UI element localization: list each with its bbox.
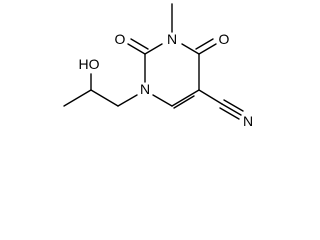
bond-c2-n3 [144,43,163,55]
n1-atom-label: N [140,81,150,97]
nitrile-n-atom-label: N [243,113,253,129]
bond-ch-ch3 [63,89,92,107]
bond-n1-ch2 [117,94,138,107]
bond-triple-3 [223,99,244,112]
bond-n3-c4 [181,43,200,55]
bond-c5-c6 [171,89,200,107]
o2-atom-label: O [115,31,126,47]
bond-ch2-ch [90,89,119,107]
bond-triple-2 [219,107,240,120]
bond-c2-o2-a [127,43,146,55]
o4-atom-label: O [219,31,230,47]
bond-c6-n1 [152,94,173,107]
chemical-structure-diagram: HO N N O O N [63,3,253,129]
bond-c2-o2-b [130,38,149,50]
bond-c5-c6-inner [173,95,195,109]
bond-c4-o4-b [195,38,214,50]
hydroxyl-label: HO [79,56,100,72]
bond-c4-o4-a [198,43,217,55]
bond-c5-cnitrile [198,89,223,105]
bond-triple-1 [221,103,242,116]
n3-atom-label: N [167,31,177,47]
